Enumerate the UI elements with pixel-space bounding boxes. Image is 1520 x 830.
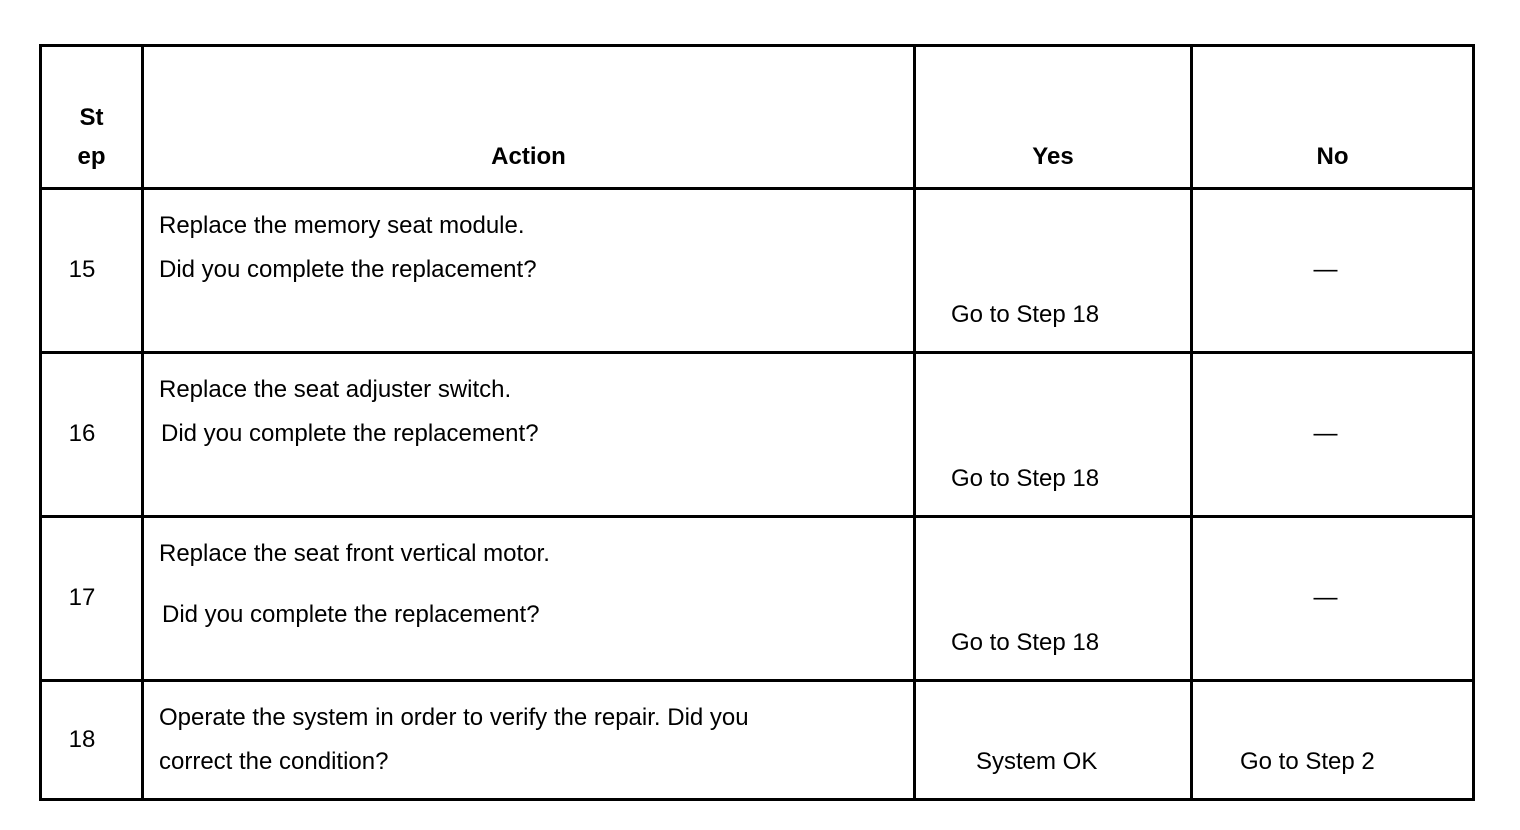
yes-result: System OK bbox=[976, 748, 1098, 775]
step-number: 18 bbox=[68, 726, 96, 753]
action-text-line1: Replace the seat adjuster switch. bbox=[159, 376, 512, 403]
table-border-left bbox=[39, 44, 42, 801]
column-divider bbox=[1190, 44, 1193, 801]
header-step-line1: St bbox=[79, 104, 104, 131]
column-divider bbox=[913, 44, 916, 801]
yes-result: Go to Step 18 bbox=[951, 301, 1100, 328]
action-text-line2: Did you complete the replacement? bbox=[162, 601, 540, 628]
action-text-line2: Did you complete the replacement? bbox=[159, 256, 537, 283]
action-text-line1: Replace the memory seat module. bbox=[159, 212, 525, 239]
table-border-right bbox=[1472, 44, 1475, 801]
diagnostic-table: St ep Action Yes No 15 Replace the memor… bbox=[39, 44, 1475, 801]
row-divider bbox=[39, 351, 1475, 354]
step-number: 16 bbox=[68, 420, 96, 447]
action-text-line1: Operate the system in order to verify th… bbox=[159, 704, 749, 731]
header-action: Action bbox=[491, 143, 566, 170]
table-border-top bbox=[39, 44, 1475, 47]
header-step: St ep bbox=[42, 104, 141, 171]
yes-result: Go to Step 18 bbox=[951, 465, 1100, 492]
yes-result: Go to Step 18 bbox=[951, 629, 1100, 656]
action-text-line2: Did you complete the replacement? bbox=[161, 420, 539, 447]
row-divider bbox=[39, 679, 1475, 682]
no-result: Go to Step 2 bbox=[1240, 748, 1375, 775]
header-no: No bbox=[1316, 143, 1349, 170]
no-result: — bbox=[1313, 420, 1338, 447]
step-number: 17 bbox=[68, 584, 96, 611]
row-divider bbox=[39, 515, 1475, 518]
step-number: 15 bbox=[68, 256, 96, 283]
header-yes: Yes bbox=[1032, 143, 1074, 170]
header-divider bbox=[39, 187, 1475, 190]
column-divider bbox=[141, 44, 144, 801]
action-text-line2: correct the condition? bbox=[159, 748, 389, 775]
no-result: — bbox=[1313, 584, 1338, 611]
table-border-bottom bbox=[39, 798, 1475, 801]
header-step-line2: ep bbox=[77, 143, 106, 170]
action-text-line1: Replace the seat front vertical motor. bbox=[159, 540, 550, 567]
no-result: — bbox=[1313, 256, 1338, 283]
